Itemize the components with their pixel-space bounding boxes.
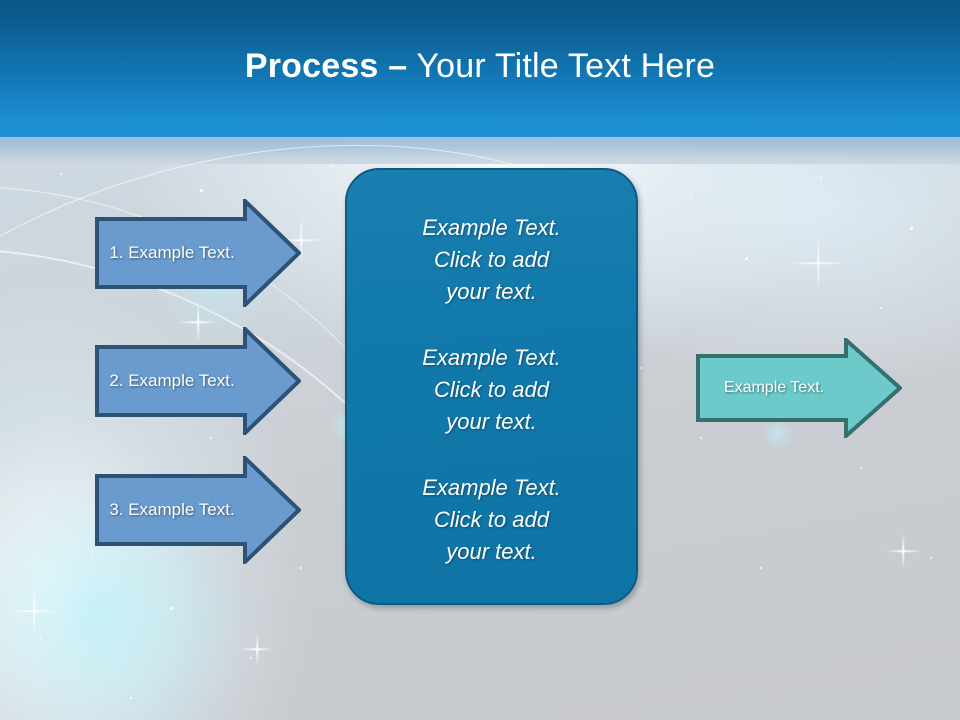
step-arrow-1-label: 1. Example Text. [109,243,235,262]
panel-text-block-2-line-2: Click to add [434,376,549,402]
panel-text-block-1: Example Text. Click to add your text. [347,212,636,308]
panel-text-block-1-line-1: Example Text. [422,214,561,240]
step-arrow-2[interactable]: 2. Example Text. [95,327,301,435]
result-arrow-label: Example Text. [723,379,825,396]
right-arrow-icon [696,338,902,438]
page-title: Process – Your Title Text Here [0,47,960,86]
step-arrow-2-label: 2. Example Text. [109,371,235,390]
process-content-panel[interactable]: Example Text. Click to add your text. Ex… [345,168,638,605]
panel-text-block-1-line-3: your text. [446,278,537,304]
page-title-bold: Process – [244,47,408,85]
right-arrow-icon [95,199,301,307]
right-arrow-icon [95,327,301,435]
panel-text-block-3-line-3: your text. [446,538,537,564]
panel-text-block-2-line-3: your text. [446,408,537,434]
right-arrow-icon [95,456,301,564]
step-arrow-1[interactable]: 1. Example Text. [95,199,301,307]
panel-text-block-3: Example Text. Click to add your text. [347,472,636,568]
title-bar: Process – Your Title Text Here [0,0,960,137]
panel-text-block-3-line-1: Example Text. [422,474,561,500]
background-top-band [0,137,960,164]
step-arrow-3-label: 3. Example Text. [109,500,235,519]
panel-text-block-2: Example Text. Click to add your text. [347,342,636,438]
page-title-light: Your Title Text Here [407,47,716,85]
panel-text-block-3-line-2: Click to add [434,506,549,532]
panel-text-block-1-line-2: Click to add [434,246,549,272]
step-arrow-3[interactable]: 3. Example Text. [95,456,301,564]
result-arrow[interactable]: Example Text. [696,338,902,438]
panel-text-block-2-line-1: Example Text. [422,344,561,370]
